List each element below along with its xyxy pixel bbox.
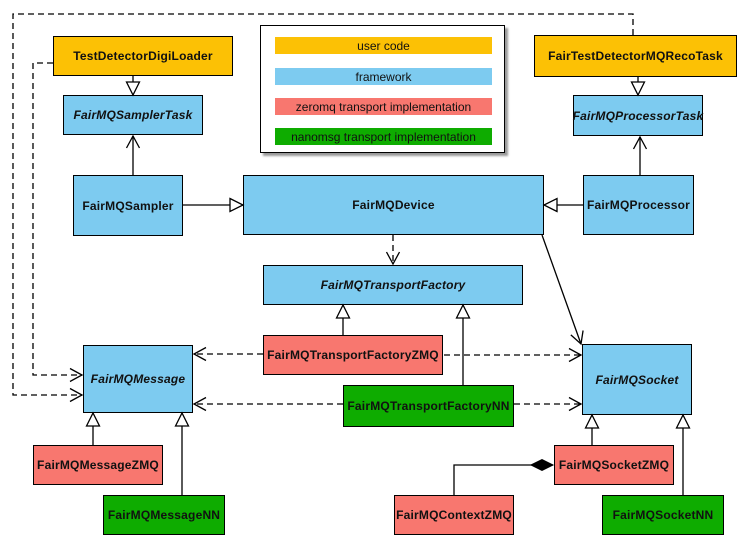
node-fairmqsocketzmq: FairMQSocketZMQ (554, 445, 674, 485)
legend-item-nanomsg: nanomsg transport implementation (275, 128, 492, 145)
node-fairtestdetectormqrecotask: FairTestDetectorMQRecoTask (534, 35, 737, 77)
node-fairmqcontextzmq: FairMQContextZMQ (394, 495, 514, 535)
edge-device-socket-association (541, 234, 584, 346)
node-testdetectordigiloader: TestDetectorDigiLoader (53, 36, 233, 76)
node-fairmqmessagezmq: FairMQMessageZMQ (33, 445, 163, 485)
legend-item-zeromq: zeromq transport implementation (275, 98, 492, 115)
node-fairmqdevice: FairMQDevice (243, 175, 544, 235)
legend-item-framework: framework (275, 68, 492, 85)
node-fairmqprocessor: FairMQProcessor (583, 175, 694, 235)
node-fairmqsampler: FairMQSampler (73, 175, 183, 236)
edge-contextzmq-socketzmq-composition (453, 458, 555, 495)
node-fairmqtransportfactoryzmq: FairMQTransportFactoryZMQ (263, 335, 443, 375)
node-fairmqmessagenn: FairMQMessageNN (103, 495, 225, 535)
node-fairmqmessage: FairMQMessage (83, 345, 193, 413)
node-fairmqprocessortask: FairMQProcessorTask (573, 95, 703, 136)
legend-item-user-code: user code (275, 37, 492, 54)
legend: user code framework zeromq transport imp… (260, 25, 505, 153)
node-fairmqtransportfactorynn: FairMQTransportFactoryNN (343, 385, 514, 427)
node-fairmqsocket: FairMQSocket (582, 344, 692, 415)
node-fairmqsocketnn: FairMQSocketNN (602, 495, 724, 535)
node-fairmqsamplertask: FairMQSamplerTask (63, 95, 203, 135)
node-fairmqtransportfactory: FairMQTransportFactory (263, 265, 523, 305)
